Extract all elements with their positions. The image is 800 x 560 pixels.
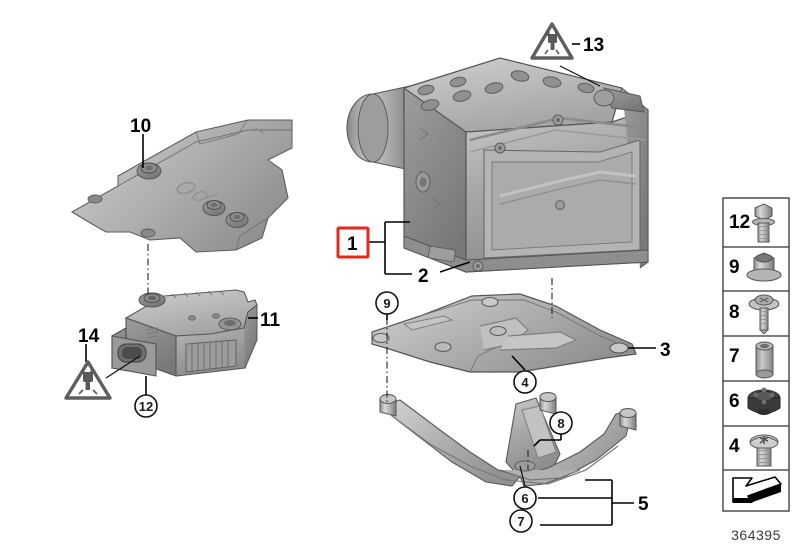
legend-icon-flange-nut <box>746 252 782 282</box>
leader-4 <box>511 355 526 371</box>
legend-icon-hex-flange-bolt <box>752 203 775 243</box>
legend-icon-washer-head-screw <box>748 294 780 335</box>
image-code-label: 364395 <box>731 527 781 543</box>
warning-triangle-13-icon <box>530 22 574 60</box>
direction-arrow-icon <box>732 476 782 503</box>
callout-label-1: 1 <box>347 234 358 255</box>
callout-label-6: 6 <box>521 491 528 506</box>
callout-1-highlight-box[interactable] <box>336 226 370 259</box>
callout-label-8: 8 <box>557 416 564 431</box>
callout-label-3: 3 <box>660 340 671 361</box>
callout-label-10: 10 <box>130 116 151 137</box>
part-heat-shield-bracket <box>70 119 293 253</box>
callout-label-7: 7 <box>517 514 524 529</box>
leader-5-bracket <box>540 479 634 526</box>
circled-callout-8 <box>549 411 573 435</box>
circled-callout-9 <box>375 291 399 315</box>
leader-6-point <box>519 465 526 487</box>
leader-13-point <box>559 65 601 87</box>
callout-label-14: 14 <box>78 326 100 347</box>
circled-callout-6 <box>513 486 537 510</box>
callout-label-13: 13 <box>583 35 604 56</box>
legend-number-6: 6 <box>729 391 740 412</box>
legend-icon-rubber-grommet <box>747 387 781 415</box>
callout-label-9: 9 <box>383 296 390 311</box>
callout-label-5: 5 <box>638 494 649 515</box>
legend-number-8: 8 <box>729 302 740 323</box>
callout-label-4: 4 <box>521 375 529 390</box>
circled-callout-4 <box>513 370 537 394</box>
circled-callout-12 <box>134 394 158 418</box>
circled-callout-7 <box>509 509 533 533</box>
legend-number-12: 12 <box>729 212 750 233</box>
part-mounting-bracket <box>371 293 637 373</box>
part-abs-hydraulic-unit <box>346 57 649 273</box>
legend-icon-torx-pan-screw <box>749 434 779 467</box>
part-support-frame-assembly <box>379 392 637 487</box>
callout-label-11: 11 <box>260 310 281 331</box>
callout-label-12: 12 <box>139 399 153 414</box>
legend-number-7: 7 <box>729 346 740 367</box>
warning-triangle-14-icon <box>64 360 112 400</box>
legend-number-4: 4 <box>729 436 740 457</box>
legend-icon-spacer-sleeve <box>755 341 774 379</box>
leader-1-bracket <box>369 221 412 275</box>
leader-2 <box>439 261 471 273</box>
legend-panel: 12 9 8 7 <box>722 197 790 512</box>
legend-number-9: 9 <box>729 257 740 278</box>
leader-14-point <box>105 355 141 379</box>
part-control-unit-module <box>111 289 258 377</box>
callout-label-2: 2 <box>418 266 429 287</box>
